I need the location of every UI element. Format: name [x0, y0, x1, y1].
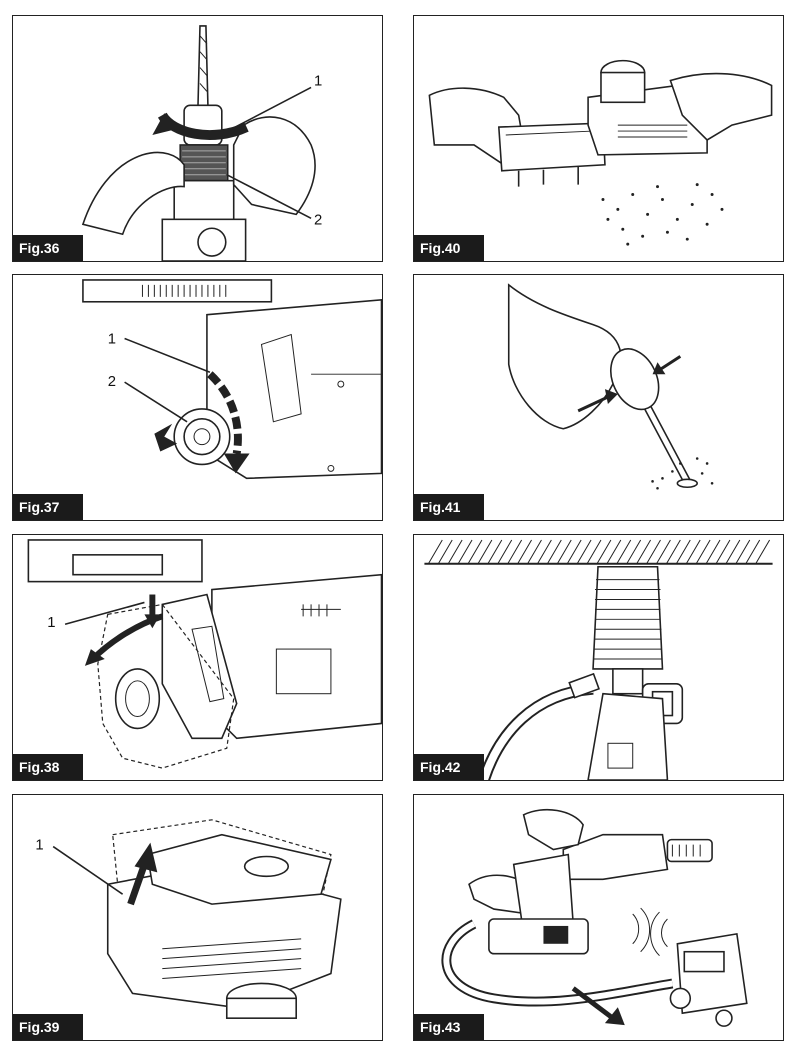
figure-40: Fig.40 — [413, 15, 784, 262]
fig36-illustration: 1 2 — [81, 25, 322, 261]
callout-label: 1 — [314, 73, 322, 89]
figure-label: Fig.43 — [414, 1014, 484, 1040]
figure-43: Fig.43 — [413, 794, 784, 1041]
figure-label: Fig.38 — [13, 754, 83, 780]
fig40-illustration — [428, 59, 773, 246]
figure-label: Fig.36 — [13, 235, 83, 261]
callout-label: 2 — [108, 374, 116, 390]
figure-41: Fig.41 — [413, 274, 784, 521]
callout-label: 1 — [108, 331, 116, 347]
fig37-illustration: 1 2 — [82, 279, 382, 480]
dust-particles — [601, 183, 724, 246]
figure-label: Fig.39 — [13, 1014, 83, 1040]
figure-label: Fig.40 — [414, 235, 484, 261]
fig42-illustration — [424, 539, 773, 780]
figure-36: 1 2 Fig.36 — [12, 15, 383, 262]
fig43-illustration — [441, 808, 748, 1027]
figure-37: 1 2 Fig.37 — [12, 274, 383, 521]
callout-label: 2 — [314, 212, 322, 228]
figure-42: Fig.42 — [413, 534, 784, 781]
fig39-illustration: 1 — [35, 819, 342, 1019]
figure-label: Fig.41 — [414, 494, 484, 520]
figure-38: 1 Fig.38 — [12, 534, 383, 781]
figure-39: 1 Fig.39 — [12, 794, 383, 1041]
fig38-illustration: 1 — [27, 539, 382, 769]
callout-label: 1 — [35, 838, 43, 854]
fig41-illustration — [507, 283, 714, 490]
figure-label: Fig.37 — [13, 494, 83, 520]
callout-label: 1 — [47, 615, 55, 631]
figure-label: Fig.42 — [414, 754, 484, 780]
